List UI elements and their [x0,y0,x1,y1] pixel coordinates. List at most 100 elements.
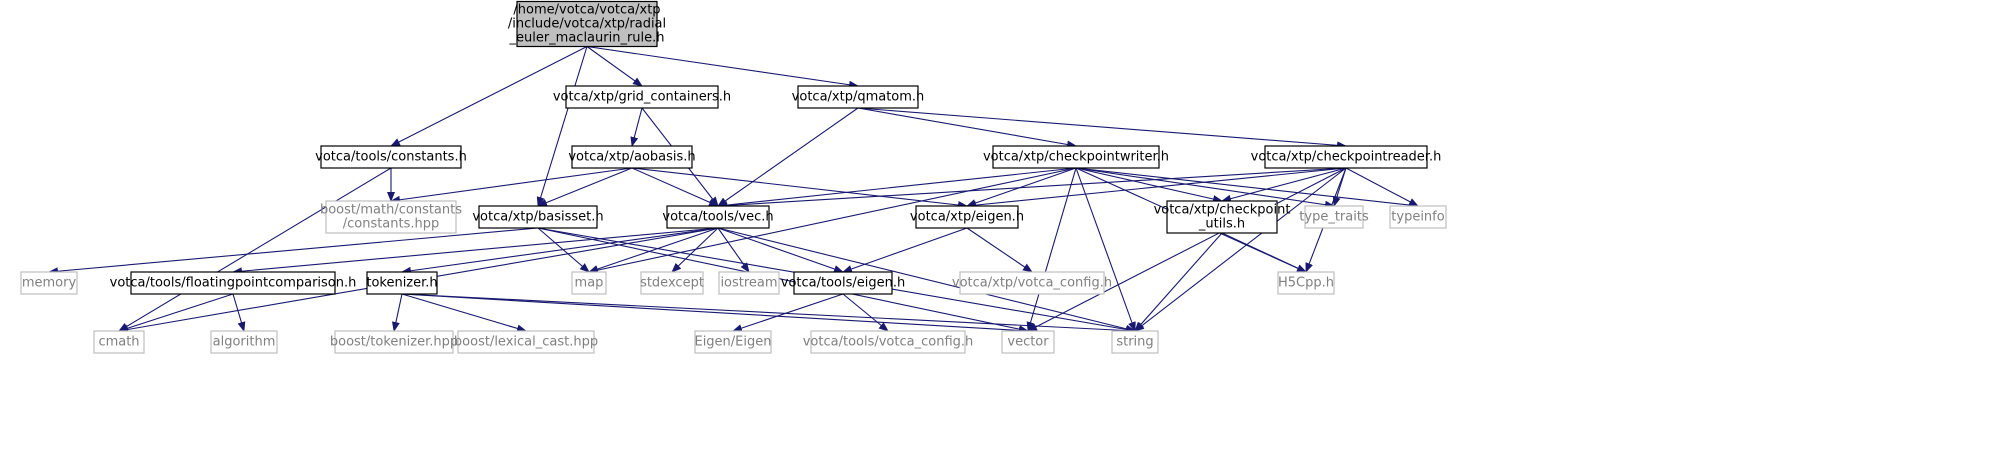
edge-aobasis-to-vec [631,167,719,207]
node-box [516,0,658,48]
node-label: votca/xtp/votca_config.h [952,276,1112,291]
node-box [325,200,457,234]
node-box [959,271,1105,295]
node-box [571,145,693,169]
edge-floatcmp-to-algorithm [232,293,246,332]
node-iostream: iostream [718,271,780,295]
node-box [694,330,772,354]
node-box [1001,330,1055,354]
node-box [320,145,462,169]
node-label: /home/votca/votca/xtp [513,3,660,18]
node-label: memory [22,276,77,291]
node-box [1166,200,1278,234]
node-box [210,330,278,354]
edge-basisset-to-memory [48,227,539,276]
edge-checkpointreader-to-string [1134,167,1347,332]
edge-floatcmp-to-cmath [118,293,234,333]
edge-vec-to-string [717,227,1136,333]
node-tokenizer[interactable]: tokenizer.h [366,271,438,295]
node-label: votca/tools/eigen.h [781,276,905,291]
node-root[interactable]: /home/votca/votca/xtp/include/votca/xtp/… [508,0,666,48]
node-constants[interactable]: votca/tools/constants.h [315,145,467,169]
edge-checkpointreader-to-vector [1027,167,1347,332]
node-floatcmp[interactable]: votca/tools/floatingpointcomparison.h [110,271,357,295]
node-checkpointreader[interactable]: votca/xtp/checkpointreader.h [1251,145,1442,169]
node-box [1111,330,1159,354]
node-box [1304,205,1364,229]
node-algorithm: algorithm [210,330,278,354]
edge-qmatom-to-checkpointwriter [857,107,1077,149]
node-eigen-eigen: Eigen/Eigen [694,330,772,354]
node-label: _utils.h [1198,217,1245,232]
node-label: votca/xtp/basisset.h [472,210,603,225]
edge-root-to-basisset [536,46,588,207]
node-label: Eigen/Eigen [694,335,771,350]
edge-root-to-constants [390,46,588,147]
node-label: boost/lexical_cast.hpp [454,335,598,350]
node-label: string [1116,335,1153,350]
node-string: string [1111,330,1159,354]
node-label: typeinfo [1391,210,1444,225]
edge-vec-to-floatcmp [232,227,719,276]
edge-checkpoint-utils-to-string [1134,232,1223,332]
edge-qmatom-to-vec [717,107,859,207]
edge-tokenizer-to-boost-lexical [401,293,527,333]
node-label: boost/math/constants [320,203,462,218]
node-box [915,205,1019,229]
node-label: _euler_maclaurin_rule.h [508,31,664,46]
edge-aobasis-to-xtp-eigen [631,167,968,209]
edge-root-to-grid-containers [586,46,643,87]
edge-tokenizer-to-vector [401,293,1029,335]
node-box [20,271,78,295]
node-box [565,85,719,109]
edge-checkpointreader-to-vec [717,167,1347,210]
node-box [1389,205,1447,229]
node-box [130,271,336,295]
node-qmatom[interactable]: votca/xtp/qmatom.h [792,85,925,109]
node-box [366,271,438,295]
edge-tokenizer-to-boost-tokenizer [391,293,403,332]
node-label: type_traits [1299,210,1369,225]
node-checkpointwriter[interactable]: votca/xtp/checkpointwriter.h [983,145,1169,169]
edge-constants-to-cmath [118,167,392,332]
edge-vec-to-map [588,227,719,273]
node-xtp-eigen[interactable]: votca/xtp/eigen.h [910,205,1024,229]
node-boost-tokenizer: boost/tokenizer.hpp [330,330,458,354]
node-box [478,205,598,229]
node-box [810,330,966,354]
node-tools-eigen[interactable]: votca/tools/eigen.h [781,271,905,295]
node-xtp-votca-config: votca/xtp/votca_config.h [952,271,1112,295]
node-vector: vector [1001,330,1055,354]
edge-xtp-eigen-to-xtp-votca-config [966,227,1033,273]
edge-vec-to-stdexcept [671,227,719,273]
node-h5cpp: H5Cpp.h [1277,271,1335,295]
node-box [666,205,770,229]
node-grid-containers[interactable]: votca/xtp/grid_containers.h [553,85,731,109]
node-cmath: cmath [93,330,145,354]
node-label: votca/xtp/eigen.h [910,210,1024,225]
edge-checkpointreader-to-checkpoint-utils [1221,167,1347,203]
node-label: vector [1007,335,1049,350]
edge-vec-to-tools-eigen [717,227,844,273]
edge-vec-to-iostream [717,227,750,273]
edge-qmatom-to-checkpointreader [857,107,1347,150]
node-vec[interactable]: votca/tools/vec.h [662,205,774,229]
node-label: votca/xtp/aobasis.h [568,150,695,165]
node-label: /include/votca/xtp/radial [508,17,666,32]
node-box [797,85,919,109]
node-label: iostream [720,276,777,291]
node-basisset[interactable]: votca/xtp/basisset.h [472,205,604,229]
node-box [1277,271,1335,295]
edge-root-to-qmatom [586,45,859,89]
node-memory: memory [20,271,78,295]
node-label: votca/xtp/checkpointwriter.h [983,150,1169,165]
node-checkpoint-utils[interactable]: votca/xtp/checkpoint_utils.h [1154,200,1291,234]
node-label: votca/tools/vec.h [662,210,773,225]
node-box [1264,145,1428,169]
node-aobasis[interactable]: votca/xtp/aobasis.h [568,145,696,169]
node-label: /constants.hpp [343,217,440,232]
node-box [457,330,595,354]
node-label: boost/tokenizer.hpp [330,335,458,350]
node-label: algorithm [213,335,276,350]
